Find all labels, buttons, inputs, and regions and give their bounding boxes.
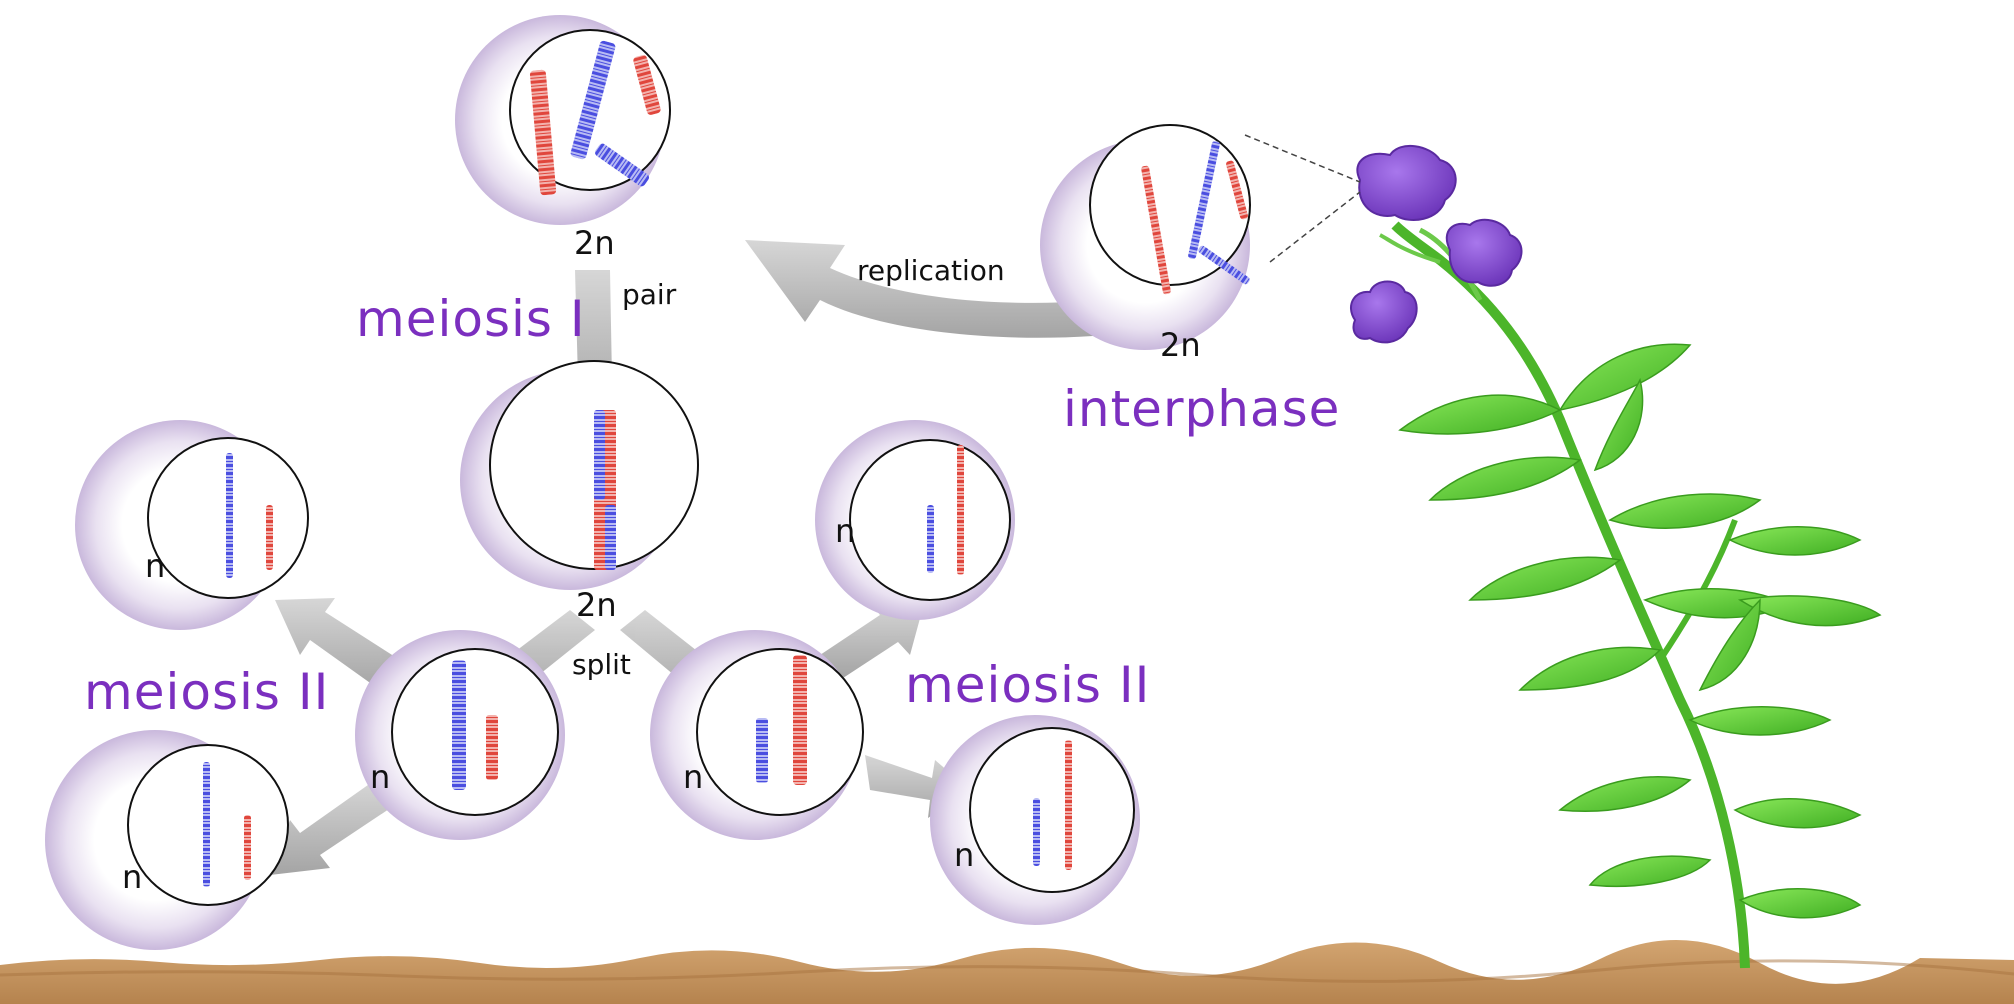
cell-daughter-right [650, 630, 864, 840]
cell-gamete-bottom-left [45, 730, 289, 950]
arrow-to-gamete-top-left [275, 598, 400, 690]
split-label: split [572, 648, 631, 681]
ploidy-label-gamete-top-right: n [835, 512, 856, 550]
ploidy-label-replicated: 2n [574, 224, 615, 262]
soil [0, 939, 2014, 1004]
ploidy-label-gamete-top-left: n [145, 547, 166, 585]
cell-daughter-left [355, 630, 565, 840]
cell-paired [460, 360, 699, 590]
replication-label: replication [857, 254, 1005, 287]
cell-gamete-top-right [815, 420, 1015, 620]
cell-gamete-top-left [75, 420, 309, 630]
ploidy-label-paired: 2n [576, 586, 617, 624]
cell-replicated [455, 15, 671, 225]
flower [1350, 144, 1523, 344]
ploidy-label-gamete-bottom-right: n [954, 836, 975, 874]
ploidy-label-interphase: 2n [1160, 326, 1201, 364]
arrow-to-gamete-top-right [820, 600, 925, 680]
stage-title-interphase: interphase [1063, 380, 1341, 438]
callout-line-top [1244, 134, 1361, 183]
stage-title-meiosis-two-left: meiosis II [84, 663, 330, 721]
stage-title-meiosis-one: meiosis I [356, 290, 586, 348]
pair-label: pair [622, 278, 677, 311]
ploidy-label-gamete-bottom-left: n [122, 858, 143, 896]
cell-gamete-bottom-right [930, 715, 1140, 925]
arrow-to-gamete-bottom-left [270, 780, 395, 875]
callout-line-bottom [1269, 191, 1361, 263]
ploidy-label-daughter-left: n [370, 758, 391, 796]
stage-title-meiosis-two-right: meiosis II [905, 656, 1151, 714]
replication-arrow [745, 240, 1150, 338]
plant [1350, 144, 1882, 969]
cell-interphase [1040, 124, 1251, 350]
ploidy-label-daughter-right: n [683, 758, 704, 796]
